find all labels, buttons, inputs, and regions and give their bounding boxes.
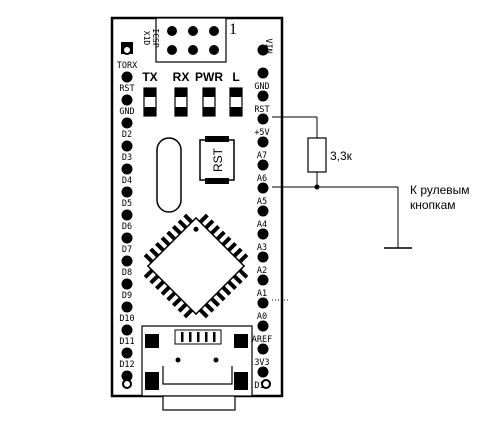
pin-pad bbox=[121, 324, 133, 336]
left-pin-label: D10 bbox=[119, 314, 134, 324]
pin-pad bbox=[121, 209, 133, 221]
pin-pad bbox=[121, 232, 133, 244]
pin-pad bbox=[121, 347, 133, 359]
pin-pad bbox=[257, 159, 269, 171]
pin-pad bbox=[121, 163, 133, 175]
right-pin-label: AREF bbox=[252, 335, 272, 345]
pin-pad bbox=[257, 274, 269, 286]
external-circuit: 3,3к К рулевым кнопкам bbox=[272, 116, 470, 301]
target-label-line2: кнопкам bbox=[410, 198, 456, 212]
pin-pad bbox=[257, 366, 269, 378]
target-label-line1: К рулевым bbox=[410, 183, 470, 197]
led-pad bbox=[174, 87, 188, 117]
rst-button-label: RST bbox=[211, 147, 225, 172]
right-pin-label: 3V3 bbox=[254, 358, 269, 368]
pin-pad bbox=[121, 186, 133, 198]
icsp-header: ICSP X1D 1 bbox=[142, 17, 237, 63]
right-pin-label: A1 bbox=[257, 289, 267, 299]
led-label: L bbox=[232, 70, 239, 84]
pin-pad bbox=[257, 182, 269, 194]
right-pin-label: A0 bbox=[257, 312, 267, 322]
pin-pad bbox=[257, 297, 269, 309]
pin-pad bbox=[121, 140, 133, 152]
resistor bbox=[307, 137, 327, 173]
led-label: PWR bbox=[195, 70, 223, 84]
left-pin-label: TORX bbox=[117, 61, 138, 71]
right-pin-label: RST bbox=[254, 105, 269, 115]
led-pad bbox=[143, 87, 157, 117]
header-number: 1 bbox=[229, 21, 237, 38]
pin-pad bbox=[121, 370, 133, 382]
right-pin-label: A3 bbox=[257, 243, 267, 253]
left-pin-label: D8 bbox=[122, 268, 132, 278]
pin-pad bbox=[257, 320, 269, 332]
resistor-value: 3,3к bbox=[330, 149, 353, 163]
led-pad bbox=[202, 87, 216, 117]
led-label: RX bbox=[173, 70, 190, 84]
right-pin-label: +5V bbox=[254, 128, 269, 138]
pin-pad bbox=[257, 205, 269, 217]
microcontroller-chip bbox=[143, 213, 249, 319]
pin-pad bbox=[121, 278, 133, 290]
pin-pad bbox=[257, 113, 269, 125]
right-pin-label: A2 bbox=[257, 266, 267, 276]
pin-pad bbox=[257, 67, 269, 79]
right-pin-label: VIN bbox=[263, 38, 273, 53]
junction-dot bbox=[314, 184, 320, 190]
right-pin-label: A4 bbox=[257, 220, 267, 230]
pin-pad bbox=[121, 117, 133, 129]
left-pin-label: D2 bbox=[122, 130, 132, 140]
left-pin-label: D11 bbox=[119, 337, 134, 347]
left-pin-label: D9 bbox=[122, 291, 132, 301]
pin-pad bbox=[121, 255, 133, 267]
right-pin-label: A5 bbox=[257, 197, 267, 207]
pin-pad bbox=[257, 343, 269, 355]
led-pad bbox=[229, 87, 243, 117]
right-pin-label: GND bbox=[254, 82, 269, 92]
icsp-label: ICSP bbox=[151, 28, 160, 47]
pin-pad bbox=[121, 71, 133, 83]
left-pin-label: D5 bbox=[122, 199, 132, 209]
left-pin-label: D12 bbox=[119, 360, 134, 370]
right-pin-label: A7 bbox=[257, 151, 267, 161]
pin-pad bbox=[257, 136, 269, 148]
left-pin-label: RST bbox=[119, 84, 134, 94]
reset-button: RST bbox=[199, 136, 235, 184]
left-pin-label: GND bbox=[119, 107, 134, 117]
x1d-label: X1D bbox=[142, 31, 151, 46]
left-pin-label: D4 bbox=[122, 176, 132, 186]
left-pin-label: D6 bbox=[122, 222, 132, 232]
crystal bbox=[156, 137, 182, 213]
led-label: TX bbox=[142, 70, 157, 84]
pin-pad bbox=[257, 251, 269, 263]
right-pin-label: A6 bbox=[257, 174, 267, 184]
pin-pad bbox=[257, 228, 269, 240]
left-pin-label: D3 bbox=[122, 153, 132, 163]
pin-pad bbox=[257, 44, 269, 56]
pin-pad bbox=[257, 90, 269, 102]
pin-pad bbox=[121, 94, 133, 106]
mounting-holes bbox=[122, 45, 271, 389]
led-row: TX RX PWR L bbox=[142, 70, 243, 117]
pin-pad bbox=[121, 301, 133, 313]
left-pin-label: D7 bbox=[122, 245, 132, 255]
usb-connector bbox=[141, 325, 253, 411]
